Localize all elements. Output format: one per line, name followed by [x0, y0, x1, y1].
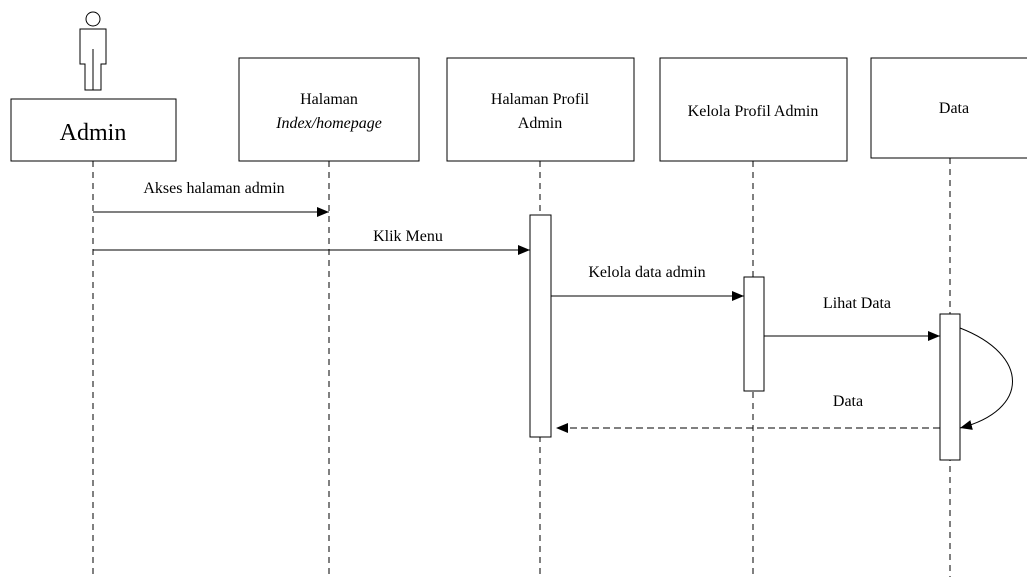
actor-icon — [79, 11, 107, 91]
self-call-arrow-data — [959, 327, 1013, 430]
activation-kelola-profil — [743, 276, 765, 392]
message-label-kelola-data: Kelola data admin — [588, 264, 705, 281]
participant-box-halaman-index — [238, 57, 420, 162]
message-label-lihat-data: Lihat Data — [823, 295, 891, 312]
participant-label-line1: Halaman Profil — [491, 91, 590, 108]
message-label-klik-menu: Klik Menu — [373, 228, 443, 245]
participant-label-line2: Index/homepage — [275, 115, 382, 132]
participant-label-line1: Data — [939, 100, 969, 117]
participant-label-line1: Halaman — [300, 91, 358, 108]
participant-box-halaman-profil — [446, 57, 635, 162]
participant-label-line1: Kelola Profil Admin — [688, 103, 819, 120]
participant-box-data — [870, 57, 1027, 159]
message-label-return-data: Data — [833, 393, 863, 410]
participant-label-line2: Admin — [518, 115, 562, 132]
activation-data — [939, 313, 961, 461]
actor-label: Admin — [60, 120, 127, 146]
message-label-akses-halaman: Akses halaman admin — [143, 180, 284, 197]
participant-box-kelola-profil — [659, 57, 848, 162]
activation-halaman-profil — [529, 214, 552, 438]
